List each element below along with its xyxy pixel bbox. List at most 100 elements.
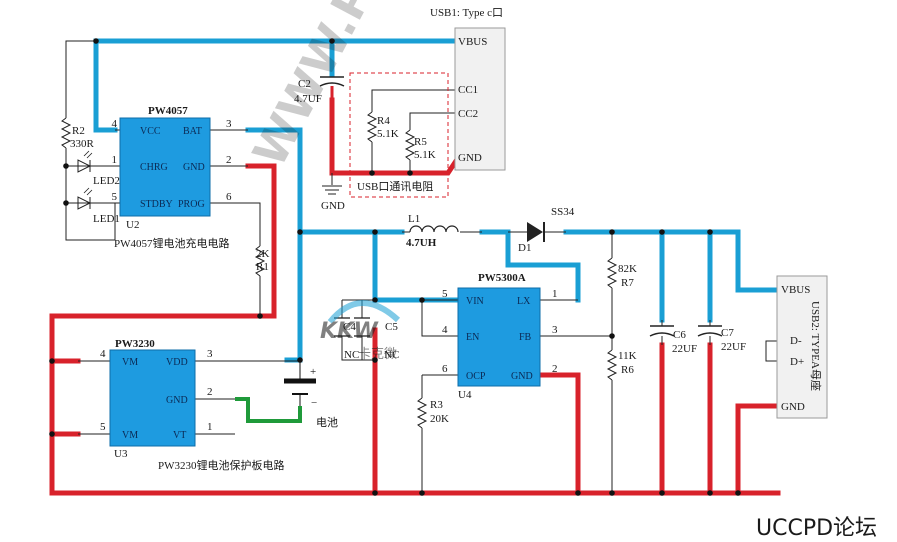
- u3-num-3: 3: [207, 348, 213, 360]
- capacitor-c2: C2 4.7UF: [294, 76, 345, 105]
- usb2-pin-dminus: D-: [790, 335, 802, 347]
- r1-value: 2K: [256, 248, 270, 260]
- u2-pin-prog: PROG: [178, 199, 205, 210]
- u2-num-1: 1: [112, 154, 118, 166]
- u3-pin-vm2: VM: [122, 430, 138, 441]
- l1-ref: L1: [408, 213, 420, 225]
- usb2-pin-vbus: VBUS: [781, 284, 810, 296]
- logo-sub: 卡克微: [358, 347, 397, 362]
- svg-text:WWW.PW: WWW.PW: [242, 0, 407, 175]
- ground-symbol: GND: [321, 185, 345, 212]
- d1-value: SS34: [551, 206, 575, 218]
- resistor-r3: R3 20K: [416, 397, 449, 429]
- r2-ref: R2: [72, 125, 85, 137]
- chip-u4: PW5300A U4 VIN EN OCP LX FB GND 5 4 6 1 …: [442, 272, 558, 401]
- capacitor-c6: C6 22UF: [649, 325, 697, 355]
- resistor-r1: 2K R1: [254, 245, 270, 277]
- chip-u3: PW3230 U3 VM VM VDD GND VT 4 5 3 2 1 PW3…: [100, 338, 285, 472]
- u4-pin-ocp: OCP: [466, 371, 486, 382]
- usb1-pin-cc2: CC2: [458, 108, 478, 120]
- junction-dots: [49, 38, 741, 496]
- u2-pin-gnd: GND: [183, 162, 205, 173]
- u3-pin-vt: VT: [173, 430, 186, 441]
- battery-minus: −: [311, 397, 317, 409]
- u3-num-5: 5: [100, 421, 106, 433]
- gnd-label: GND: [321, 200, 345, 212]
- ground-rail: [49, 97, 781, 496]
- u2-caption: PW4057锂电池充电电路: [114, 236, 230, 250]
- cc-resistor-box: USB口通讯电阻: [349, 72, 449, 198]
- u3-pin-vm1: VM: [122, 357, 138, 368]
- u2-pin-vcc: VCC: [140, 126, 161, 137]
- c5-value: NC: [384, 349, 399, 361]
- u3-num-4: 4: [100, 348, 106, 360]
- usb1-pin-vbus: VBUS: [458, 36, 487, 48]
- r7-value: 82K: [618, 263, 637, 275]
- usb1-pin-gnd: GND: [458, 152, 482, 164]
- usb2-title: USB2: TYPEA母座: [809, 301, 823, 391]
- u4-num-6: 6: [442, 363, 448, 375]
- u2-num-6: 6: [226, 191, 232, 203]
- usb2-pin-dplus: D+: [790, 356, 804, 368]
- battery-plus: +: [310, 366, 316, 378]
- chip-u2: PW4057 U2 VCC CHRG STDBY BAT GND PROG 4 …: [112, 105, 233, 250]
- r6-ref: R6: [621, 364, 634, 376]
- u4-pin-gnd: GND: [511, 371, 533, 382]
- usb2-pin-gnd: GND: [781, 401, 805, 413]
- u4-num-2: 2: [552, 363, 558, 375]
- c6-ref: C6: [673, 329, 686, 341]
- u3-pin-vdd: VDD: [166, 357, 188, 368]
- u3-num-2: 2: [207, 386, 213, 398]
- resistor-r6: 11K R6: [606, 349, 637, 381]
- d1-ref: D1: [518, 242, 531, 254]
- diode-d1: SS34 D1: [508, 206, 575, 254]
- r5-value: 5.1K: [414, 149, 436, 161]
- u2-pin-chrg: CHRG: [140, 162, 168, 173]
- logo-text: KKW: [320, 319, 380, 344]
- usb1-title: USB1: Type c口: [430, 7, 503, 19]
- c2-ref: C2: [298, 78, 311, 90]
- u4-pin-lx: LX: [517, 296, 531, 307]
- r1-ref: R1: [256, 261, 269, 273]
- c6-value: 22UF: [672, 343, 697, 355]
- led1-ref: LED1: [93, 213, 120, 225]
- led1: LED1: [77, 187, 120, 225]
- u2-pin-bat: BAT: [183, 126, 202, 137]
- capacitor-c5: C5 NC: [354, 317, 399, 361]
- r3-value: 20K: [430, 413, 449, 425]
- u4-pin-vin: VIN: [466, 296, 484, 307]
- resistor-r5: R5 5.1K: [404, 129, 436, 161]
- l1-value: 4.7UH: [406, 237, 437, 249]
- r6-value: 11K: [618, 350, 637, 362]
- resistor-r7: 82K R7: [606, 257, 637, 289]
- r7-ref: R7: [621, 277, 634, 289]
- cc-box-label: USB口通讯电阻: [357, 180, 433, 193]
- u2-num-4: 4: [112, 118, 118, 130]
- usb1-connector: USB1: Type c口 VBUS CC1 CC2 GND: [430, 7, 506, 171]
- forum-watermark: UCCPD论坛: [756, 516, 877, 541]
- u3-pin-gnd: GND: [166, 395, 188, 406]
- led2-ref: LED2: [93, 175, 120, 187]
- led2: LED2: [77, 150, 120, 187]
- battery: + − 电池: [284, 360, 338, 429]
- usb1-pin-cc1: CC1: [458, 84, 478, 96]
- u3-caption: PW3230锂电池保护板电路: [158, 458, 285, 472]
- watermark-logo: KKW 卡克微: [320, 300, 401, 362]
- r2-value: 330R: [70, 138, 95, 150]
- resistor-r4: R4 5.1K: [366, 111, 399, 143]
- c7-value: 22UF: [721, 341, 746, 353]
- u3-ref: U3: [114, 448, 128, 460]
- u2-name: PW4057: [148, 105, 188, 117]
- u3-name: PW3230: [115, 338, 155, 350]
- c7-ref: C7: [721, 327, 734, 339]
- u3-num-1: 1: [207, 421, 213, 433]
- inductor-l1: L1 4.7UH: [406, 213, 459, 249]
- watermark-diagonal: WWW.PW: [242, 0, 407, 175]
- battery-label: 电池: [316, 416, 338, 429]
- resistor-r2: R2 330R: [60, 117, 95, 150]
- u4-num-4: 4: [442, 324, 448, 336]
- capacitor-c7: C7 22UF: [697, 325, 746, 353]
- battery-negative-link: [235, 397, 302, 423]
- r4-ref: R4: [377, 115, 390, 127]
